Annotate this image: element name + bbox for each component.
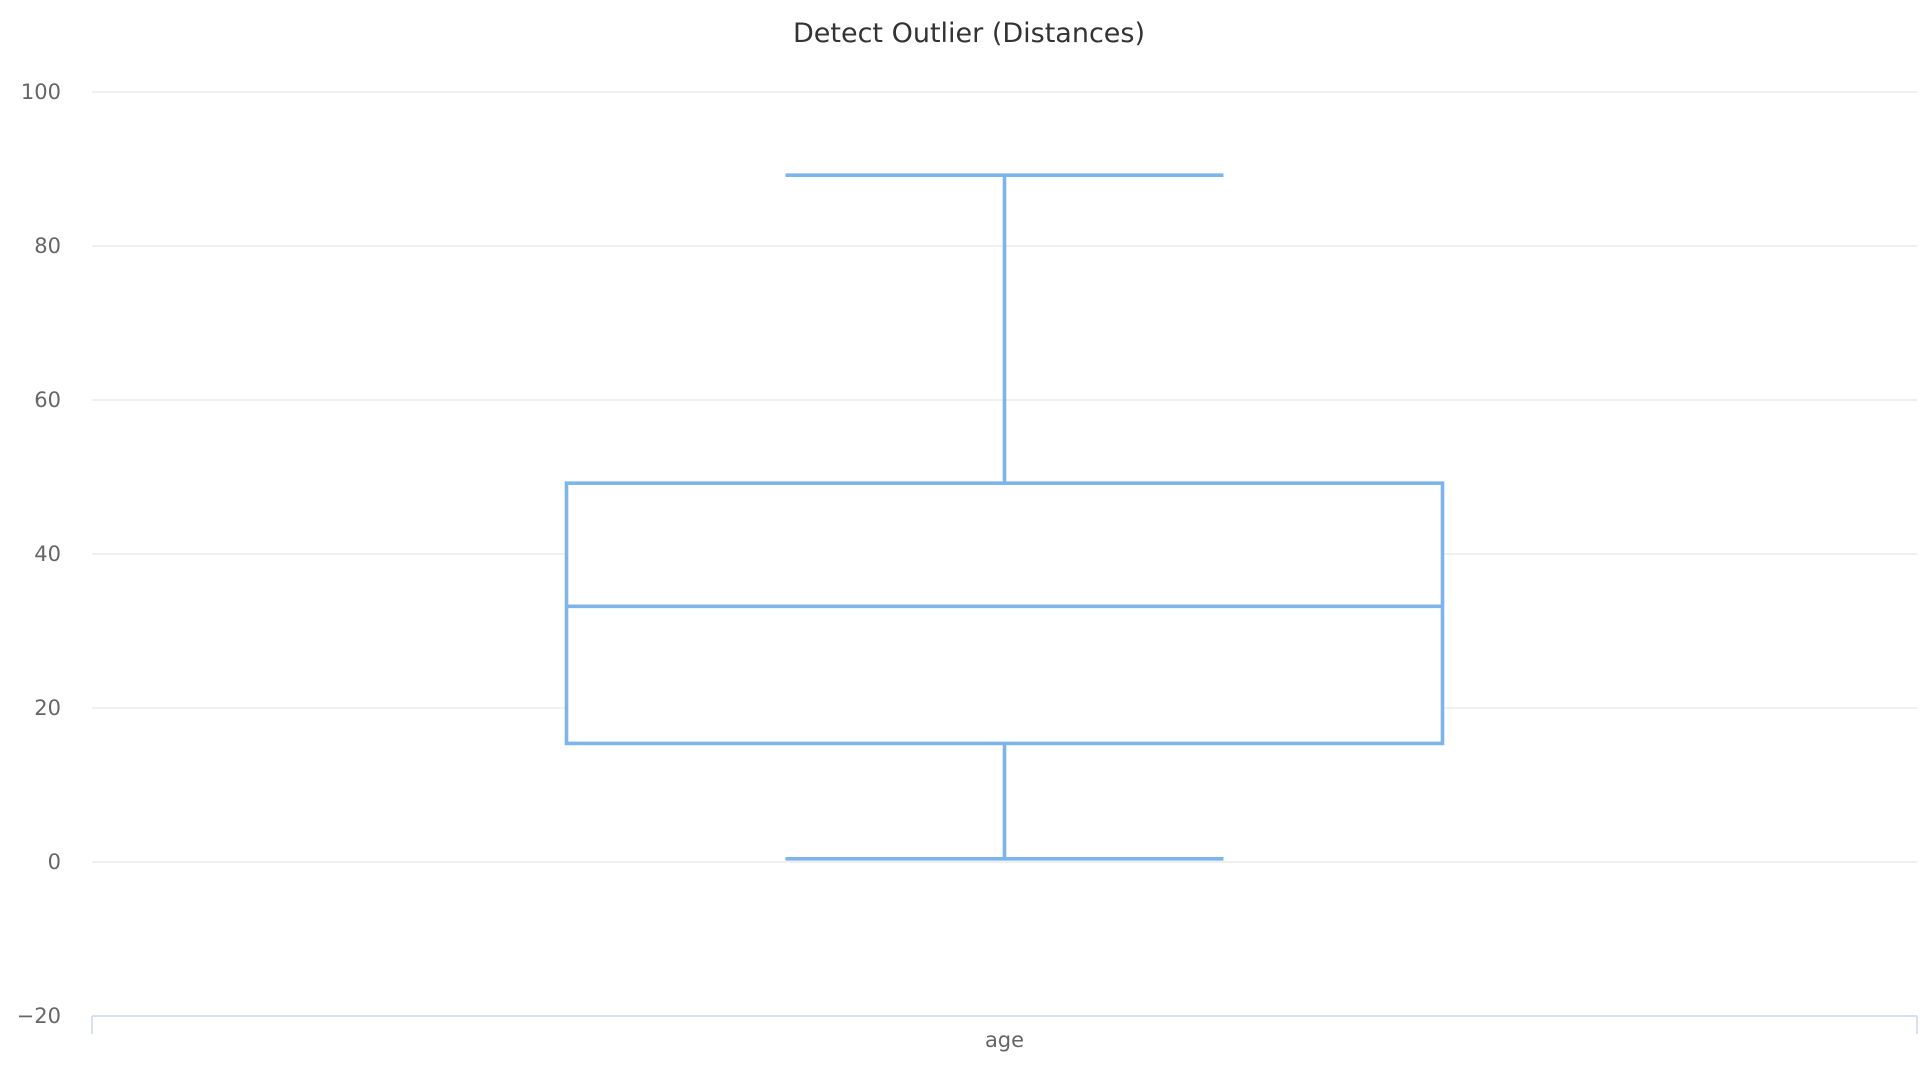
chart-title: Detect Outlier (Distances) bbox=[793, 18, 1145, 49]
axis-layer: −20 0 20 40 60 80 100 age bbox=[17, 80, 1918, 1052]
x-category-label: age bbox=[985, 1028, 1024, 1052]
box-layer bbox=[564, 173, 1445, 861]
y-tick-label: 40 bbox=[34, 542, 61, 566]
iqr-box bbox=[564, 481, 1445, 746]
y-tick-label: 100 bbox=[21, 80, 61, 104]
y-tick-label: 20 bbox=[34, 696, 61, 720]
y-tick-label: 60 bbox=[34, 388, 61, 412]
y-tick-label: 80 bbox=[34, 234, 61, 258]
y-tick-label: 0 bbox=[48, 850, 61, 874]
y-tick-label: −20 bbox=[17, 1004, 61, 1028]
